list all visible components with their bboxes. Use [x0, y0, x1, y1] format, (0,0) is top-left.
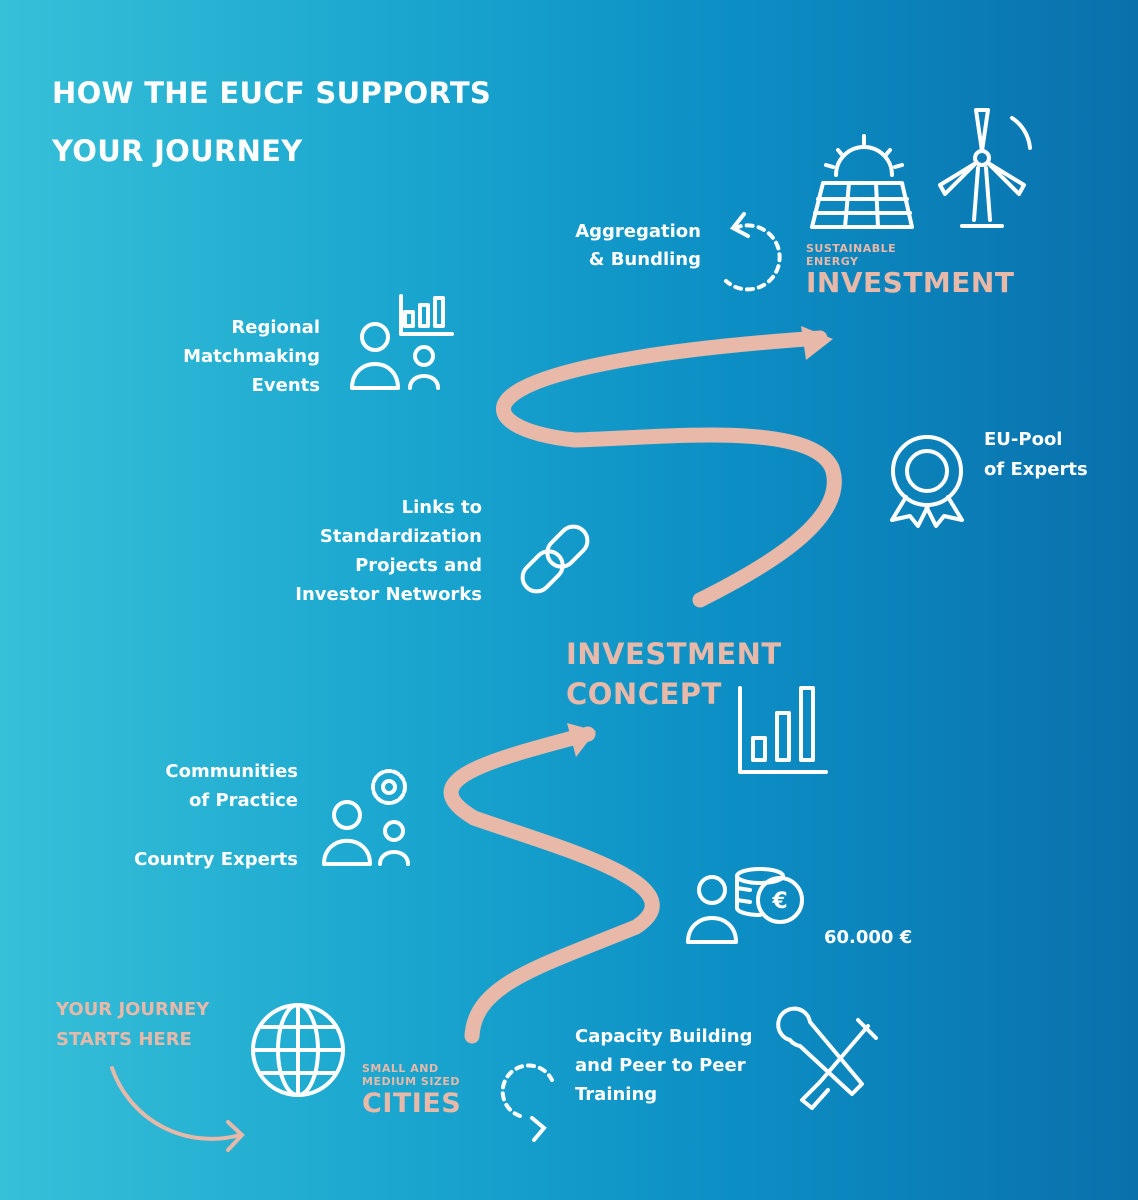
- tools-icon: [776, 1006, 878, 1110]
- label-line: Links to: [401, 497, 482, 518]
- people-gear-icon: [322, 769, 410, 866]
- label-line: Training: [575, 1084, 658, 1105]
- investment-concept-stage: INVESTMENT CONCEPT: [566, 634, 782, 714]
- svg-text:€: €: [771, 889, 787, 914]
- coins-person-icon: €: [686, 867, 804, 944]
- page-title: HOW THE EUCF SUPPORTS YOUR JOURNEY: [52, 64, 491, 180]
- label-line: EU-Pool: [984, 429, 1063, 450]
- grant-amount: 60.000 €: [824, 927, 913, 948]
- cities-sub: MEDIUM SIZED: [362, 1075, 461, 1088]
- investment-sub: ENERGY: [806, 255, 859, 268]
- concept-line: INVESTMENT: [566, 637, 782, 671]
- sustainable-investment-stage: SUSTAINABLE ENERGY INVESTMENT: [806, 242, 1014, 298]
- award-ribbon-icon: [890, 435, 964, 528]
- start-arrow: [110, 1066, 242, 1141]
- label-line: Communities: [165, 761, 298, 782]
- label-line: of Experts: [984, 459, 1088, 480]
- label-line: Investor Networks: [295, 584, 482, 605]
- cities-stage: SMALL AND MEDIUM SIZED CITIES: [362, 1062, 461, 1120]
- investment-sub: SUSTAINABLE: [806, 242, 897, 255]
- label-line: & Bundling: [588, 249, 701, 270]
- refresh-icon: [724, 212, 782, 292]
- label-line: Matchmaking: [183, 346, 320, 367]
- start-arrow: [226, 1120, 245, 1152]
- journey-arrowhead: [801, 326, 833, 360]
- label-line: Events: [251, 375, 320, 396]
- cities-main: CITIES: [362, 1088, 462, 1119]
- journey-path: [443, 726, 660, 1044]
- label-line: and Peer to Peer: [575, 1055, 746, 1076]
- journey-start-label: YOUR JOURNEY STARTS HERE: [56, 995, 209, 1055]
- label-line: Aggregation: [575, 221, 701, 242]
- refresh-icon: [500, 1063, 554, 1142]
- investment-main: INVESTMENT: [806, 266, 1015, 299]
- title-line: HOW THE EUCF SUPPORTS: [52, 76, 492, 110]
- aggregation-label: Aggregation & Bundling: [575, 218, 701, 274]
- cities-sub: SMALL AND: [362, 1062, 439, 1075]
- bar-chart-icon: [738, 686, 828, 774]
- journey-arrowhead: [567, 723, 596, 757]
- label-line: Projects and: [355, 555, 482, 576]
- globe-icon: [251, 1003, 345, 1097]
- start-line: STARTS HERE: [56, 1029, 192, 1050]
- link-icon: [520, 524, 590, 594]
- eu-pool-label: EU-Pool of Experts: [984, 425, 1088, 485]
- label-line: of Practice: [188, 790, 298, 811]
- start-line: YOUR JOURNEY: [56, 999, 210, 1020]
- country-experts-label: Country Experts: [134, 849, 298, 870]
- concept-line: CONCEPT: [566, 677, 722, 711]
- communities-label: Communities of Practice: [165, 757, 298, 815]
- solar-panel-icon: [810, 134, 914, 229]
- links-label: Links to Standardization Projects and In…: [295, 493, 482, 609]
- wind-turbine-icon: [938, 108, 1032, 228]
- people-chart-icon: [350, 294, 454, 390]
- label-line: Capacity Building: [575, 1026, 753, 1047]
- capacity-label: Capacity Building and Peer to Peer Train…: [575, 1022, 752, 1109]
- journey-path: [496, 330, 842, 608]
- matchmaking-label: Regional Matchmaking Events: [183, 313, 320, 400]
- label-line: Regional: [231, 317, 320, 338]
- label-line: Standardization: [319, 526, 482, 547]
- title-line: YOUR JOURNEY: [52, 134, 303, 168]
